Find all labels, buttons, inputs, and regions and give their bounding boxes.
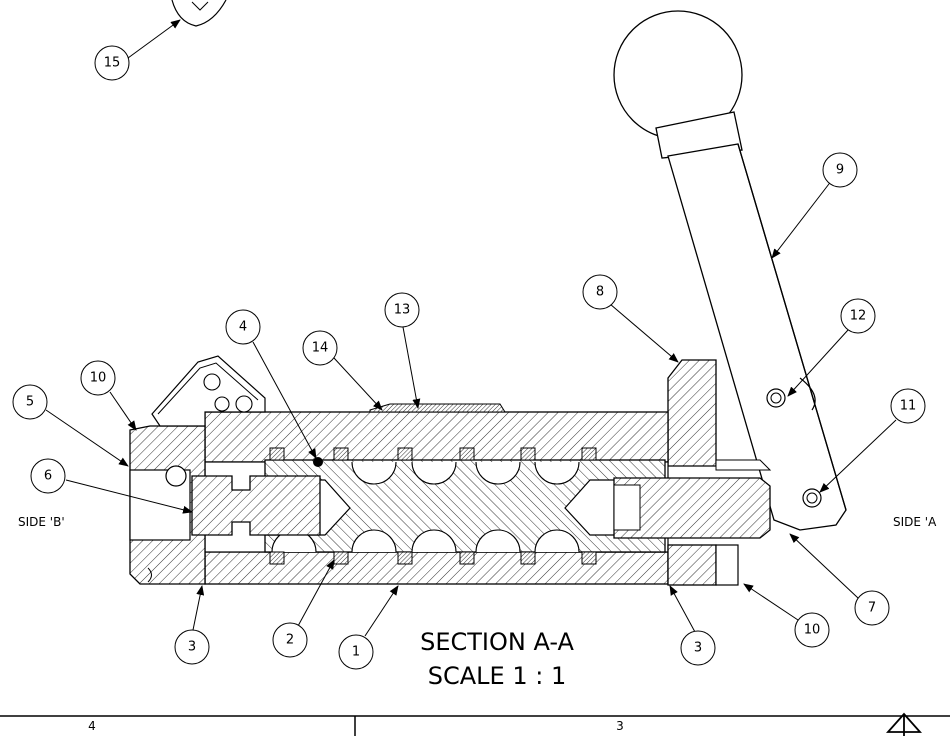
o-rings [269, 447, 597, 565]
end-cap-left [129, 425, 206, 585]
balloon-5-text: 5 [26, 395, 34, 410]
balloon-2-text: 2 [286, 633, 294, 648]
side-a-label: SIDE 'A [893, 515, 937, 529]
end-ring-right [667, 544, 717, 586]
balloon-15 [94, 45, 130, 81]
balloon-2 [272, 622, 308, 658]
balloon-3-right [680, 630, 716, 666]
balloon-8 [582, 274, 618, 310]
spool [264, 457, 666, 553]
balloon-1-text: 1 [352, 645, 360, 660]
handle-lever [667, 143, 847, 531]
leader-lines [45, 19, 897, 637]
balloon-5 [12, 384, 48, 420]
balloon-10-right [794, 612, 830, 648]
section-title: SECTION A-A [420, 628, 574, 656]
plug-left [191, 475, 321, 536]
shaft-right [613, 477, 771, 539]
balloon-7 [854, 590, 890, 626]
balloon-10-left [80, 360, 116, 396]
side-b-label: SIDE 'B' [18, 515, 65, 529]
handle-knob [613, 10, 743, 159]
balloon-4-text: 4 [239, 320, 247, 335]
balloon-11-text: 11 [900, 399, 917, 414]
balloon-7-text: 7 [868, 601, 876, 616]
label-plate [369, 403, 506, 413]
balloon-6-text: 6 [44, 469, 52, 484]
balloon-8-text: 8 [596, 285, 604, 300]
balloon-3-left-text: 3 [188, 640, 196, 655]
title-block-strip [0, 712, 950, 736]
balloon-1 [338, 634, 374, 670]
balloon-10-right-text: 10 [804, 623, 821, 638]
side-plate [151, 355, 266, 427]
balloon-12-text: 12 [850, 309, 867, 324]
balloon-9 [822, 152, 858, 188]
balloon-9-text: 9 [836, 163, 844, 178]
balloon-13-text: 13 [394, 303, 411, 318]
balloon-13 [384, 292, 420, 328]
zone-number-right: 3 [616, 719, 624, 733]
balloon-15-text: 15 [104, 56, 121, 71]
balloon-10-left-text: 10 [90, 371, 107, 386]
balloon-3-right-text: 3 [694, 641, 702, 656]
bracket-part [667, 359, 717, 467]
zone-number-left: 4 [88, 719, 96, 733]
section-scale: SCALE 1 : 1 [428, 662, 566, 690]
balloons [12, 45, 926, 670]
balloon-11 [890, 388, 926, 424]
balloon-14-text: 14 [312, 341, 329, 356]
balloon-12 [840, 298, 876, 334]
balloon-6 [30, 458, 66, 494]
part-15-shape [171, 0, 227, 27]
balloon-14 [302, 330, 338, 366]
balloon-4 [225, 309, 261, 345]
balloon-3-left [174, 629, 210, 665]
